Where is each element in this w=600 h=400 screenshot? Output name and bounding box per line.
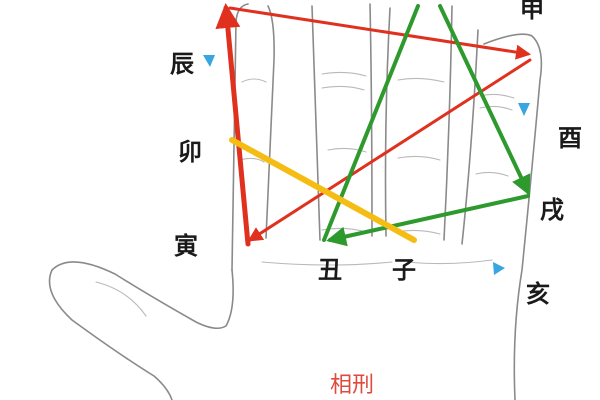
label-shen: 申 [520,0,544,23]
yellow-punishment-line [229,137,417,243]
marker-chen [203,55,215,67]
label-chen: 辰 [170,49,194,78]
red-arrow-diagonal [247,58,532,242]
label-chou: 丑 [318,255,342,284]
red-punishment-triangle [215,3,532,247]
red-arrow-top [228,6,531,60]
red-arrow-left [215,3,251,247]
diagram-caption: 相刑 [330,373,374,398]
green-arrow-base [326,194,530,247]
label-yin: 寅 [174,231,198,260]
label-mao: 卯 [178,137,202,166]
marker-hai [493,262,505,275]
label-hai: 亥 [526,279,550,308]
label-you: 酉 [558,123,582,152]
label-zi: 子 [392,255,416,284]
triangle-marker-icon [203,55,530,275]
label-xu: 戌 [540,195,564,224]
green-arrow-down [438,4,531,196]
branch-labels: 申 辰 酉 卯 戌 寅 丑 子 亥 [170,0,582,308]
marker-you [518,103,530,116]
